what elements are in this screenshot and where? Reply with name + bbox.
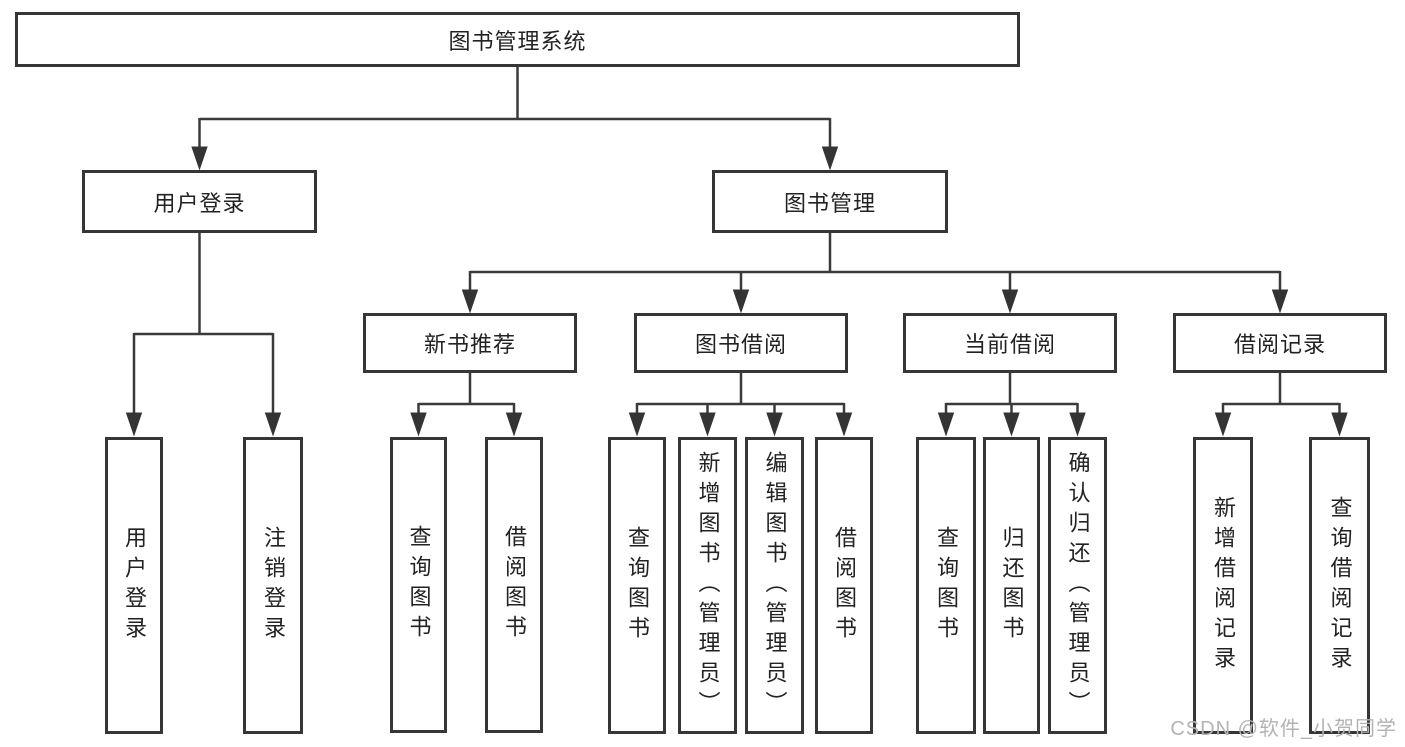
leaf-label: 查询图书 xyxy=(934,525,959,646)
leaf-label: 编辑图书（管理员） xyxy=(762,450,788,721)
leaf-user-login: 用户登录 xyxy=(105,437,163,734)
node-library-management-system: 图书管理系统 xyxy=(15,12,1020,67)
connector-current-borrow-to-leaves xyxy=(937,373,1086,437)
connector-borrow-records-to-leaves xyxy=(1214,373,1348,437)
node-book-management: 图书管理 xyxy=(712,170,948,233)
connector-book-mgmt-to-level3 xyxy=(461,233,1289,314)
node-borrow-records: 借阅记录 xyxy=(1173,313,1387,373)
leaf-label: 注销登录 xyxy=(261,525,286,646)
leaf-label: 归还图书 xyxy=(999,525,1025,646)
node-new-book-recommend: 新书推荐 xyxy=(363,313,577,373)
node-user-login: 用户登录 xyxy=(82,170,317,233)
leaf-query-books-1: 查询图书 xyxy=(390,437,447,733)
connector-book-borrow-to-leaves xyxy=(628,373,853,437)
leaf-borrow-book-1: 借阅图书 xyxy=(485,437,543,733)
leaf-label: 借阅图书 xyxy=(832,525,857,646)
node-current-borrow: 当前借阅 xyxy=(903,313,1117,373)
connector-root-to-level2 xyxy=(191,67,839,171)
leaf-label: 查询借阅记录 xyxy=(1327,495,1353,676)
leaf-query-books-3: 查询图书 xyxy=(916,437,976,734)
leaf-label: 确认归还（管理员） xyxy=(1065,450,1091,721)
leaf-label: 查询图书 xyxy=(625,525,650,646)
leaf-return-book: 归还图书 xyxy=(983,437,1040,734)
leaf-query-borrow-record: 查询借阅记录 xyxy=(1309,437,1370,734)
connector-user-login-to-leaves xyxy=(125,233,282,437)
leaf-logout: 注销登录 xyxy=(243,437,303,734)
leaf-edit-book-admin: 编辑图书（管理员） xyxy=(745,437,804,734)
leaf-confirm-return-admin: 确认归还（管理员） xyxy=(1048,437,1107,734)
csdn-watermark: CSDN @软件_小贺同学 xyxy=(1170,718,1397,740)
node-book-borrow: 图书借阅 xyxy=(634,313,848,373)
leaf-label: 新增借阅记录 xyxy=(1211,495,1236,676)
leaf-label: 新增图书（管理员） xyxy=(695,450,721,721)
connector-new-book-to-leaves xyxy=(410,373,523,437)
leaf-query-books-2: 查询图书 xyxy=(608,437,666,734)
leaf-borrow-book-2: 借阅图书 xyxy=(815,437,873,734)
leaf-add-book-admin: 新增图书（管理员） xyxy=(678,437,737,734)
leaf-label: 用户登录 xyxy=(122,525,147,646)
leaf-label: 借阅图书 xyxy=(502,525,527,645)
leaf-add-borrow-record: 新增借阅记录 xyxy=(1193,437,1253,734)
leaf-label: 查询图书 xyxy=(406,525,432,645)
